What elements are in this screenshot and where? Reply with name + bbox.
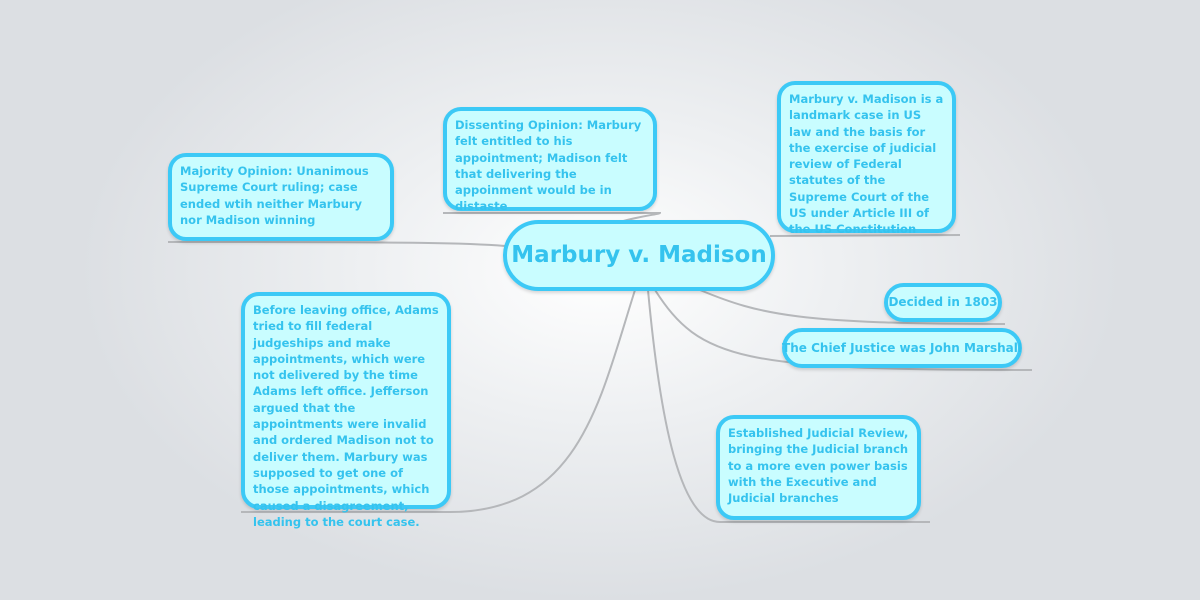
connector-background: [241, 289, 636, 513]
connector-established: [647, 289, 930, 523]
topic-label: Established Judicial Review, bringing th…: [728, 426, 909, 506]
topic-landmark-case[interactable]: Marbury v. Madison is a landmark case in…: [777, 81, 956, 237]
topic-background[interactable]: Before leaving office, Adams tried to fi…: [241, 292, 451, 529]
topic-decided[interactable]: Decided in 1803: [884, 283, 1002, 322]
topic-dissenting-opinion[interactable]: Dissenting Opinion: Marbury felt entitle…: [443, 107, 657, 214]
central-topic[interactable]: Marbury v. Madison: [503, 220, 775, 291]
connector-decided: [699, 289, 1006, 325]
topic-label: Majority Opinion: Unanimous Supreme Cour…: [180, 164, 369, 227]
central-topic-label: Marbury v. Madison: [511, 242, 767, 269]
connector-chief: [654, 289, 1033, 371]
topic-chief-justice[interactable]: The Chief Justice was John Marshall: [782, 328, 1022, 368]
topic-majority-opinion[interactable]: Majority Opinion: Unanimous Supreme Cour…: [168, 153, 394, 241]
topic-label: The Chief Justice was John Marshall: [782, 340, 1022, 355]
topic-label: Before leaving office, Adams tried to fi…: [253, 303, 439, 529]
connector-landmark: [769, 234, 961, 237]
topic-established-judicial-review[interactable]: Established Judicial Review, bringing th…: [716, 415, 921, 520]
topic-label: Dissenting Opinion: Marbury felt entitle…: [455, 118, 642, 214]
topic-label: Marbury v. Madison is a landmark case in…: [789, 92, 944, 237]
topic-label: Decided in 1803: [888, 295, 998, 310]
connector-majority: [167, 241, 506, 247]
